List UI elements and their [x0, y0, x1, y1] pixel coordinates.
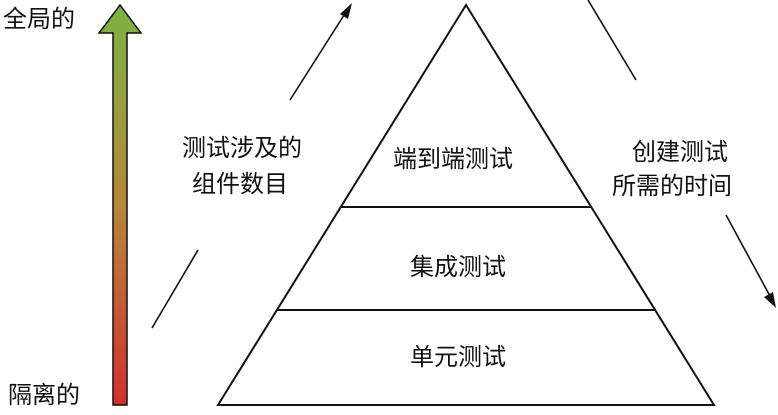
scope-top-label: 全局的	[3, 5, 75, 33]
time-arrow	[587, 0, 776, 308]
components-label-line2: 组件数目	[192, 170, 288, 198]
scope-gradient-arrow	[97, 3, 143, 406]
time-label-line2: 所需的时间	[612, 172, 732, 200]
pyramid-level-integration: 集成测试	[410, 253, 506, 281]
pyramid-level-e2e: 端到端测试	[393, 145, 513, 173]
components-label-line1: 测试涉及的	[182, 134, 302, 162]
time-label-line1: 创建测试	[632, 138, 728, 166]
components-arrow	[151, 3, 352, 329]
scope-bottom-label: 隔离的	[8, 381, 80, 409]
pyramid-level-unit: 单元测试	[410, 343, 506, 371]
pyramid-outline	[216, 3, 716, 406]
